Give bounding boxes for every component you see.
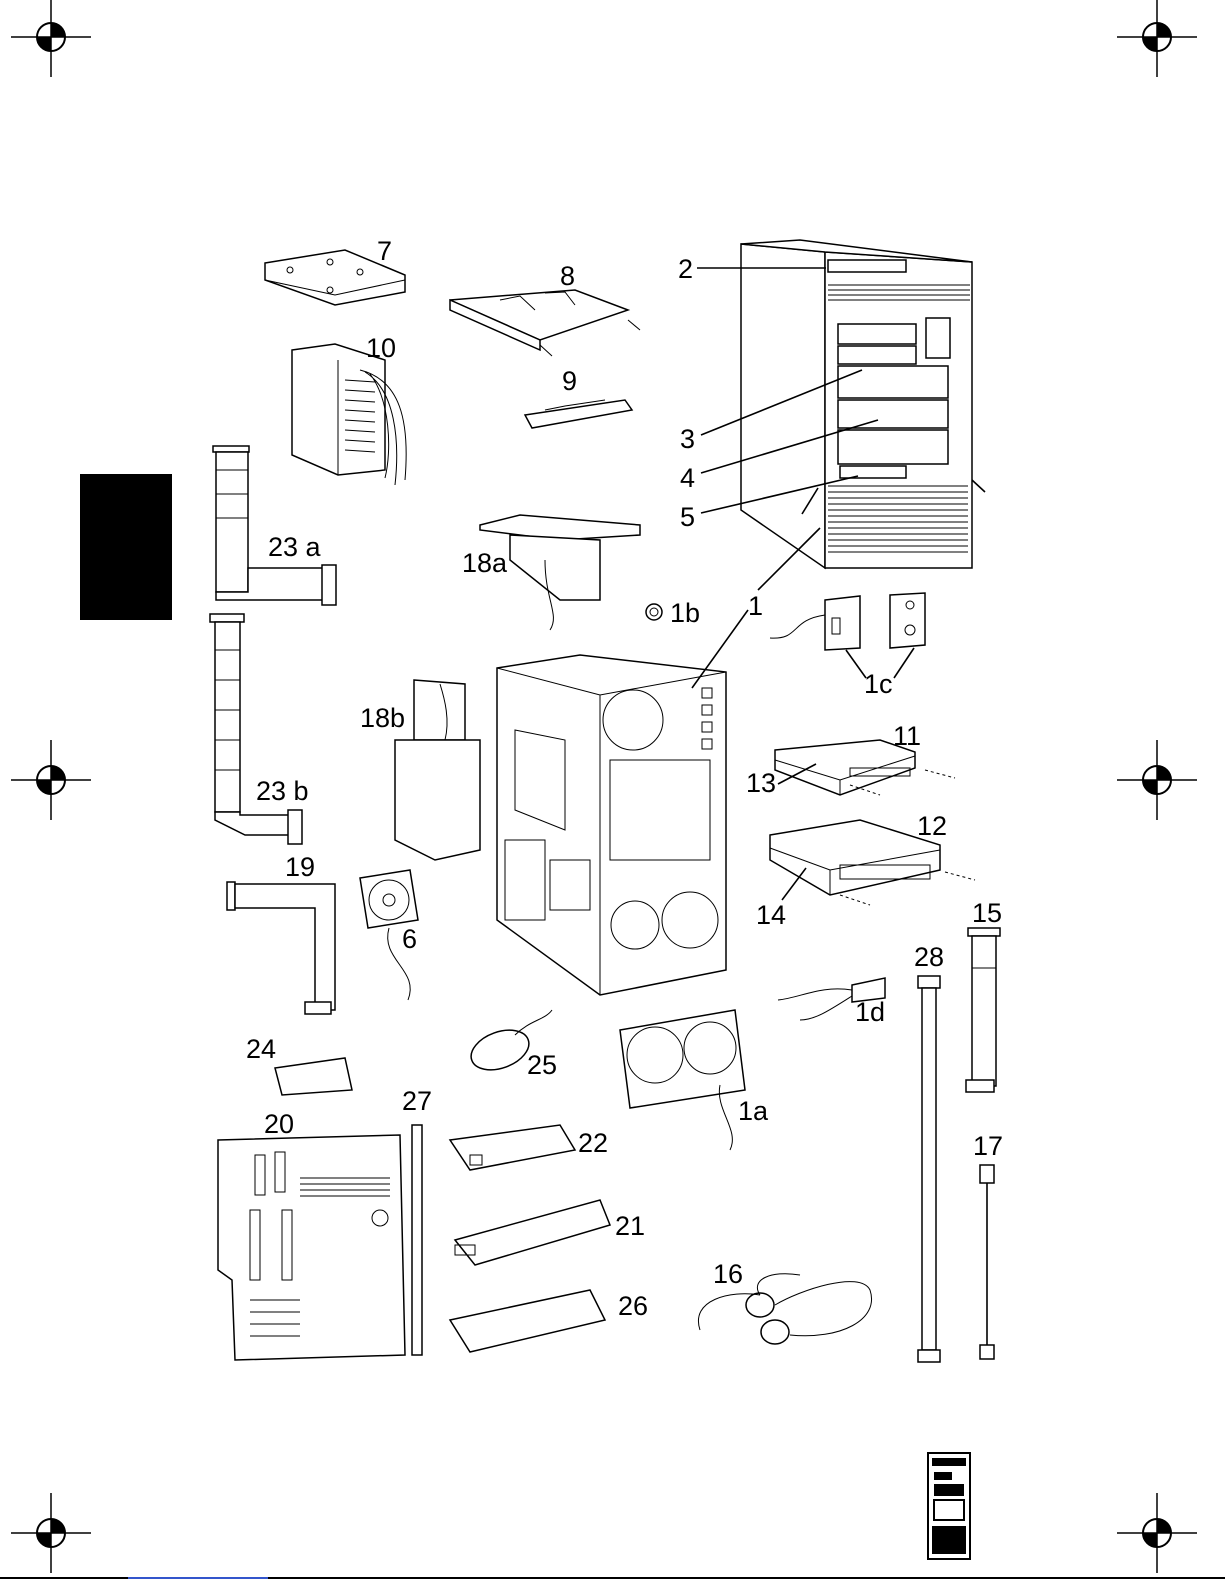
air-duct-18b	[395, 680, 480, 860]
label-26: 26	[618, 1291, 648, 1321]
drive-bracket-part	[450, 290, 640, 356]
label-5: 5	[680, 502, 695, 532]
label-10: 10	[366, 333, 396, 363]
tower-thumbnail-icon	[928, 1453, 970, 1559]
label-2: 2	[678, 254, 693, 284]
ribbon-cable-19	[227, 882, 335, 1014]
label-22: 22	[578, 1128, 608, 1158]
registration-mark-icon	[11, 740, 91, 820]
cable-15	[966, 928, 1000, 1092]
label-16: 16	[713, 1259, 743, 1289]
registration-mark-icon	[1117, 0, 1197, 77]
label-17: 17	[973, 1131, 1003, 1161]
expansion-card-21	[455, 1200, 610, 1265]
label-1d: 1d	[855, 997, 885, 1027]
chassis-part	[497, 655, 726, 995]
label-23b: 23 b	[256, 776, 309, 806]
lock-part-1b	[646, 604, 662, 620]
label-28: 28	[914, 942, 944, 972]
label-4: 4	[680, 463, 695, 493]
label-18a: 18a	[462, 548, 508, 578]
system-board-20	[218, 1135, 405, 1360]
fan-assembly-1a	[620, 1010, 745, 1150]
label-9: 9	[562, 366, 577, 396]
leader-1c-a	[846, 650, 866, 678]
cable-17	[980, 1165, 994, 1359]
cable-28	[918, 976, 940, 1362]
switch-panel-1c	[770, 593, 925, 650]
label-23a: 23 a	[268, 532, 322, 562]
label-1c: 1c	[864, 669, 893, 699]
registration-mark-icon	[11, 0, 91, 77]
card-guide-27	[412, 1125, 422, 1355]
label-24: 24	[246, 1034, 276, 1064]
ribbon-cable-23a	[213, 446, 336, 605]
label-25: 25	[527, 1050, 557, 1080]
registration-mark-icon	[1117, 1493, 1197, 1573]
label-15: 15	[972, 898, 1002, 928]
label-8: 8	[560, 261, 575, 291]
expansion-card-22	[450, 1125, 575, 1170]
label-1b: 1b	[670, 598, 700, 628]
label-11: 11	[893, 721, 921, 751]
label-14: 14	[756, 900, 786, 930]
part-24	[275, 1058, 352, 1095]
floppy-drive-11	[775, 740, 955, 795]
label-19: 19	[285, 852, 315, 882]
label-7: 7	[377, 236, 392, 266]
label-3: 3	[680, 424, 695, 454]
leader-1c-b	[894, 648, 914, 678]
label-20: 20	[264, 1109, 294, 1139]
expansion-card-26	[450, 1290, 605, 1352]
label-18b: 18b	[360, 703, 405, 733]
power-supply-part	[292, 344, 406, 485]
filler-bracket-part	[525, 400, 632, 428]
label-13: 13	[746, 768, 776, 798]
label-1a: 1a	[738, 1096, 769, 1126]
registration-mark-icon	[11, 1493, 91, 1573]
registration-mark-icon	[1117, 740, 1197, 820]
label-27: 27	[402, 1086, 432, 1116]
label-1: 1	[748, 591, 763, 621]
label-12: 12	[917, 811, 947, 841]
label-6: 6	[402, 924, 417, 954]
label-21: 21	[615, 1211, 645, 1241]
ribbon-cable-23b	[210, 614, 302, 844]
